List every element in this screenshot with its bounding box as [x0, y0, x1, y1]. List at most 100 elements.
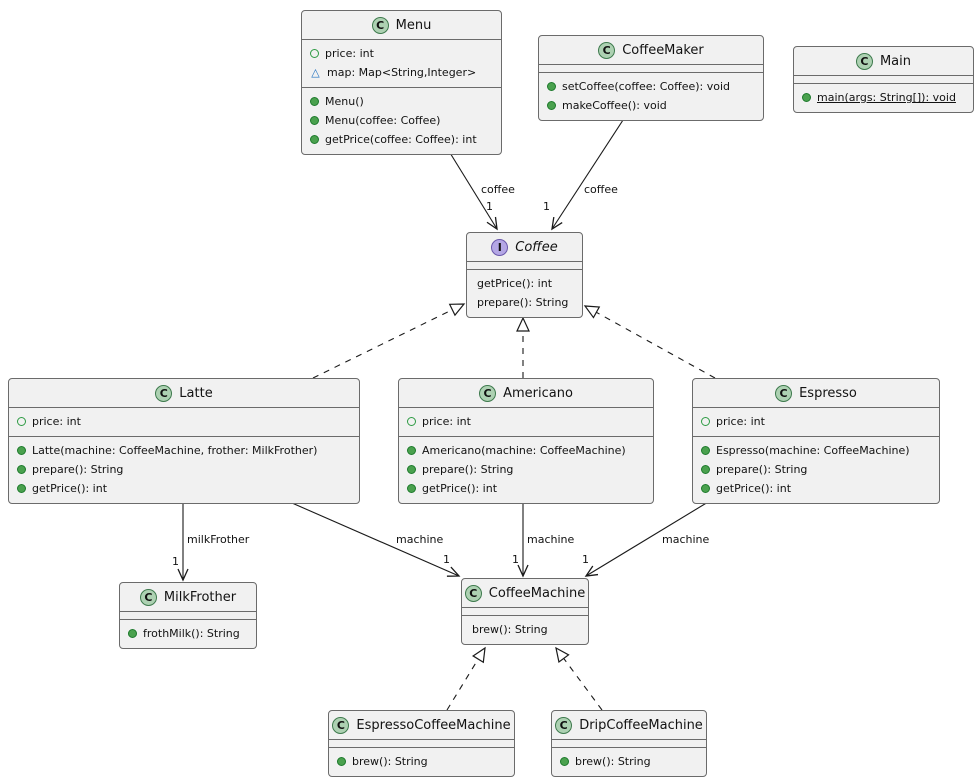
class-spot-icon: C: [598, 41, 616, 59]
static-method-row: main(args: String[]): void: [800, 88, 967, 107]
methods-compartment: getPrice(): int prepare(): String: [467, 270, 582, 317]
field-package-icon: △: [311, 66, 320, 79]
class-name: CoffeeMaker: [622, 42, 704, 58]
method-row: makeCoffee(): void: [545, 96, 757, 115]
public-method-icon: [560, 757, 569, 766]
method-row: getPrice(coffee: Coffee): int: [308, 130, 495, 149]
methods-compartment: Latte(machine: CoffeeMachine, frother: M…: [9, 437, 359, 503]
public-method-icon: [17, 484, 26, 493]
methods-compartment: brew(): String: [462, 616, 588, 644]
class-name: EspressoCoffeeMachine: [356, 717, 511, 733]
field-public-icon: [17, 417, 26, 426]
fields-compartment: price: int: [399, 408, 653, 437]
field-row: price: int: [405, 412, 647, 431]
multiplicity-label: 1: [486, 200, 493, 213]
methods-compartment: Espresso(machine: CoffeeMachine) prepare…: [693, 437, 939, 503]
class-name: DripCoffeeMachine: [579, 717, 703, 733]
methods-compartment: setCoffee(coffee: Coffee): void makeCoff…: [539, 73, 763, 120]
multiplicity-label: 1: [443, 553, 450, 566]
public-method-icon: [701, 446, 710, 455]
generalization-espressomachine-coffeemachine: [446, 646, 486, 711]
edge-label: milkFrother: [187, 533, 250, 546]
methods-compartment: brew(): String: [552, 748, 706, 776]
class-box-espresso: C Espresso price: int Espresso(machine: …: [692, 378, 940, 504]
public-method-icon: [310, 135, 319, 144]
class-spot-icon: C: [555, 716, 573, 734]
edge-label: machine: [527, 533, 575, 546]
class-spot-icon: C: [332, 716, 350, 734]
class-box-coffeemachine: C CoffeeMachine brew(): String: [461, 578, 589, 645]
methods-compartment: main(args: String[]): void: [794, 84, 973, 112]
method-row: Latte(machine: CoffeeMachine, frother: M…: [15, 441, 353, 460]
association-latte-coffeemachine: [275, 495, 461, 577]
fields-compartment: [120, 612, 256, 620]
public-method-icon: [17, 446, 26, 455]
class-box-coffeemaker: C CoffeeMaker setCoffee(coffee: Coffee):…: [538, 35, 764, 121]
class-header: C Main: [794, 47, 973, 76]
edge-label: coffee: [584, 183, 618, 196]
field-row: price: int: [15, 412, 353, 431]
public-method-icon: [128, 629, 137, 638]
fields-compartment: [552, 740, 706, 748]
class-header: C Latte: [9, 379, 359, 408]
edge-label: machine: [662, 533, 710, 546]
method-row: prepare(): String: [15, 460, 353, 479]
method-row: Espresso(machine: CoffeeMachine): [699, 441, 933, 460]
public-method-icon: [310, 116, 319, 125]
methods-compartment: Menu() Menu(coffee: Coffee) getPrice(cof…: [302, 88, 501, 154]
interface-name: Coffee: [515, 239, 558, 255]
public-method-icon: [337, 757, 346, 766]
class-box-dripmachine: C DripCoffeeMachine brew(): String: [551, 710, 707, 777]
public-method-icon: [310, 97, 319, 106]
class-spot-icon: C: [479, 384, 497, 402]
class-box-main: C Main main(args: String[]): void: [793, 46, 974, 113]
field-public-icon: [310, 49, 319, 58]
association-menu-coffee: [446, 147, 498, 231]
method-row: brew(): String: [558, 752, 700, 771]
multiplicity-label: 1: [512, 553, 519, 566]
method-row: getPrice(): int: [405, 479, 647, 498]
class-spot-icon: C: [155, 384, 173, 402]
class-box-latte: C Latte price: int Latte(machine: Coffee…: [8, 378, 360, 504]
class-header: C CoffeeMaker: [539, 36, 763, 65]
public-method-icon: [17, 465, 26, 474]
public-method-icon: [701, 484, 710, 493]
method-row: Menu(): [308, 92, 495, 111]
class-header: C EspressoCoffeeMachine: [329, 711, 514, 740]
fields-compartment: price: int: [693, 408, 939, 437]
class-header: C CoffeeMachine: [462, 579, 588, 608]
method-row: brew(): String: [472, 623, 548, 636]
class-spot-icon: C: [371, 16, 389, 34]
association-coffeemaker-coffee: [551, 116, 626, 231]
method-row: setCoffee(coffee: Coffee): void: [545, 77, 757, 96]
method-row: prepare(): String: [405, 460, 647, 479]
class-name: Main: [879, 53, 912, 69]
method-row: getPrice(): int: [15, 479, 353, 498]
class-spot-icon: C: [855, 52, 873, 70]
class-header: C Espresso: [693, 379, 939, 408]
association-espresso-coffeemachine: [584, 495, 719, 577]
multiplicity-label: 1: [582, 553, 589, 566]
edge-label: machine: [396, 533, 444, 546]
class-name: Menu: [395, 17, 432, 33]
realization-espresso-coffee: [583, 305, 716, 379]
interface-box-coffee: I Coffee getPrice(): int prepare(): Stri…: [466, 232, 583, 318]
fields-compartment: price: int: [9, 408, 359, 437]
class-header: C MilkFrother: [120, 583, 256, 612]
method-row: getPrice(): int: [699, 479, 933, 498]
methods-compartment: Americano(machine: CoffeeMachine) prepar…: [399, 437, 653, 503]
class-header: C DripCoffeeMachine: [552, 711, 706, 740]
class-name: Espresso: [799, 385, 857, 401]
class-spot-icon: C: [139, 588, 157, 606]
field-public-icon: [701, 417, 710, 426]
class-name: MilkFrother: [163, 589, 237, 605]
fields-compartment: [794, 76, 973, 84]
method-row: getPrice(): int: [477, 277, 553, 290]
multiplicity-label: 1: [172, 555, 179, 568]
methods-compartment: frothMilk(): String: [120, 620, 256, 648]
method-row: frothMilk(): String: [126, 624, 250, 643]
field-public-icon: [407, 417, 416, 426]
class-box-milkfrother: C MilkFrother frothMilk(): String: [119, 582, 257, 649]
